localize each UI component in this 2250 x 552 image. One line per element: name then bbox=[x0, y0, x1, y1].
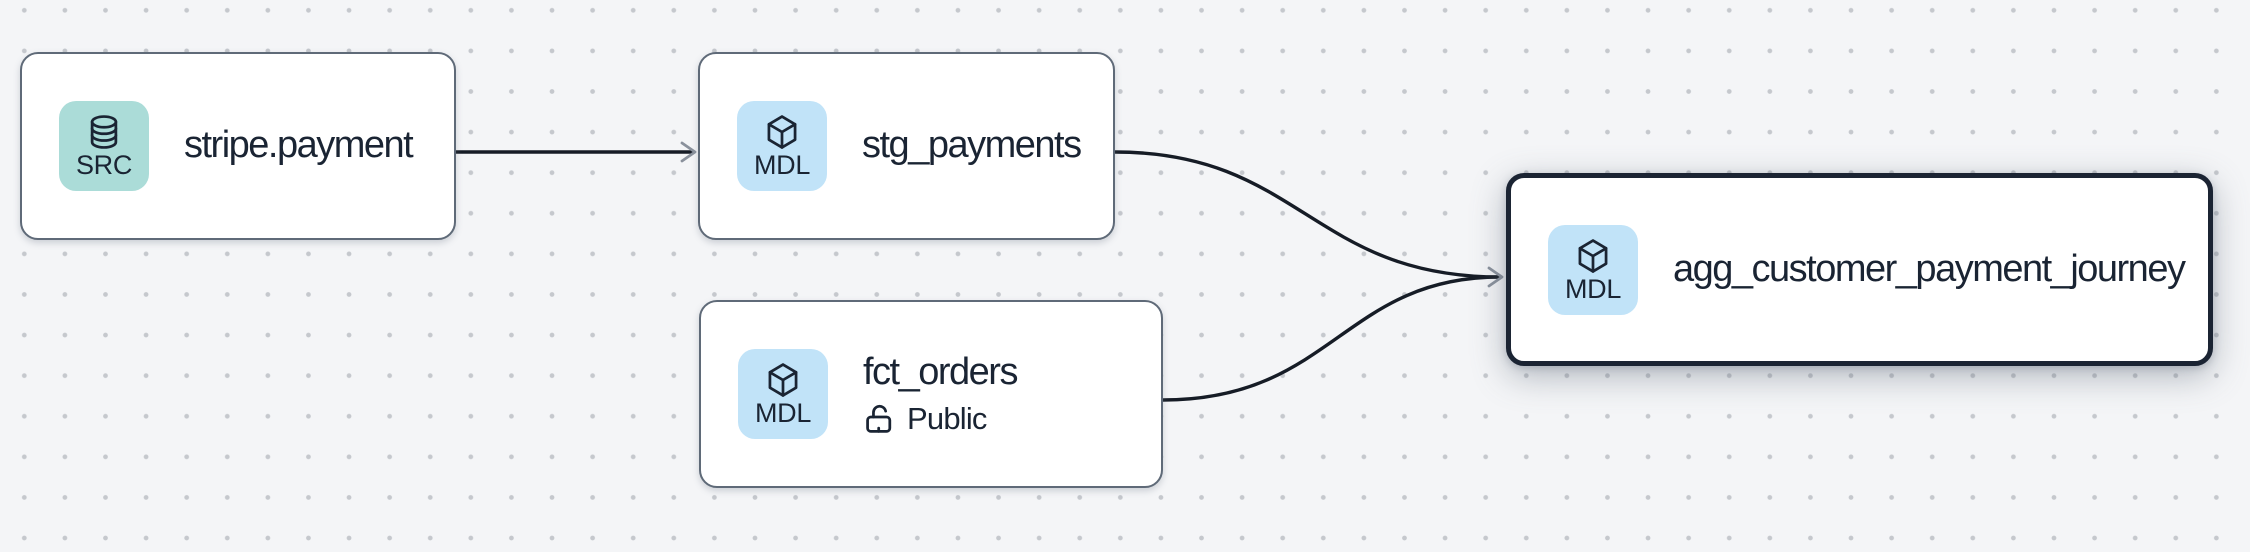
node-title: stripe.payment bbox=[184, 124, 414, 167]
edge-stg-to-agg bbox=[1113, 150, 1502, 279]
node-stripe-payment[interactable]: SRC stripe.payment bbox=[20, 52, 456, 240]
arrowhead-agg-icon bbox=[1487, 266, 1504, 288]
model-type-badge: MDL bbox=[738, 349, 828, 439]
database-icon bbox=[90, 115, 118, 149]
node-fct-orders[interactable]: MDL fct_orders Public bbox=[699, 300, 1163, 488]
badge-label: MDL bbox=[754, 398, 812, 428]
model-type-badge: MDL bbox=[737, 101, 827, 191]
arrowhead-stg-icon bbox=[680, 141, 697, 163]
edge-fct-to-agg bbox=[1161, 275, 1502, 402]
node-title: stg_payments bbox=[862, 124, 1082, 167]
source-type-badge: SRC bbox=[59, 101, 149, 191]
access-row: Public bbox=[863, 402, 1017, 436]
node-agg-customer-payment-journey[interactable]: MDL agg_customer_payment_journey bbox=[1506, 173, 2213, 366]
badge-label: MDL bbox=[1564, 273, 1622, 304]
cube-icon bbox=[767, 115, 797, 149]
lock-open-icon bbox=[866, 405, 892, 434]
node-title: fct_orders bbox=[863, 350, 1018, 393]
model-type-badge: MDL bbox=[1548, 224, 1638, 315]
node-title: agg_customer_payment_journey bbox=[1673, 247, 2186, 290]
access-label: Public bbox=[907, 401, 987, 437]
cube-icon bbox=[768, 363, 798, 397]
node-stg-payments[interactable]: MDL stg_payments bbox=[698, 52, 1115, 240]
cube-icon bbox=[1578, 238, 1608, 273]
badge-label: MDL bbox=[753, 150, 811, 180]
badge-label: SRC bbox=[75, 150, 133, 180]
